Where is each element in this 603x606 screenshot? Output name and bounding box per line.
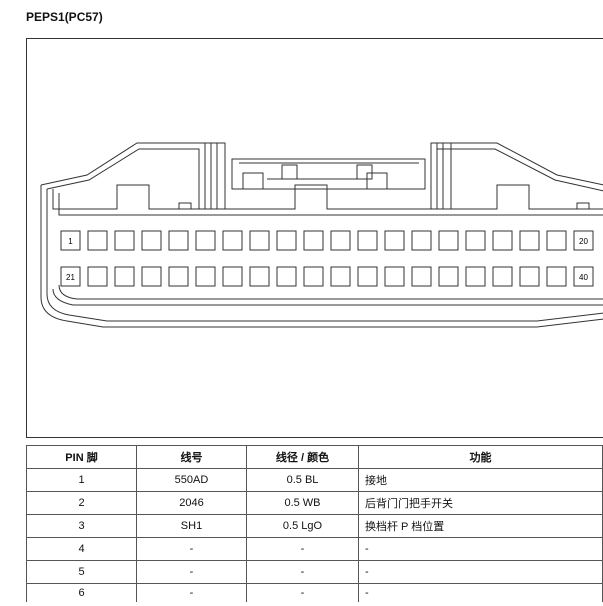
left-shoulder xyxy=(40,142,206,209)
table-row: 1 550AD 0.5 BL 接地 xyxy=(26,468,603,492)
table-header-row: PIN 脚 线号 线径 / 颜色 功能 xyxy=(26,445,603,469)
pin-cavity xyxy=(492,230,513,251)
pin-cavity xyxy=(330,230,351,251)
wire-cell: - xyxy=(136,537,247,561)
pin-number-label: 20 xyxy=(579,237,588,246)
pin-cavity xyxy=(384,230,405,251)
table-row: 5 - - - xyxy=(26,560,603,584)
pin-cavity xyxy=(573,230,594,251)
pin-cavity xyxy=(357,230,378,251)
pin-cavity xyxy=(519,230,540,251)
wire-cell: - xyxy=(136,560,247,584)
right-shoulder xyxy=(430,142,603,209)
table-row: 4 - - - xyxy=(26,537,603,561)
pin-cavity xyxy=(411,266,432,287)
pin-cell: 1 xyxy=(26,468,137,492)
pin-cavity xyxy=(195,266,216,287)
table-row: 6 - - - xyxy=(26,583,603,602)
header-function: 功能 xyxy=(358,445,603,469)
housing-inner-outline xyxy=(46,189,603,322)
pin-cavity xyxy=(87,266,108,287)
pin-cavity xyxy=(222,230,243,251)
pin-cavity xyxy=(573,266,594,287)
function-cell: - xyxy=(358,583,603,602)
pin-table: PIN 脚 线号 线径 / 颜色 功能 1 550AD 0.5 BL 接地 2 … xyxy=(26,445,603,602)
pin-cavity xyxy=(249,230,270,251)
pin-cavity xyxy=(546,230,567,251)
function-cell: 接地 xyxy=(358,468,603,492)
pin-row-2: 21 40 xyxy=(60,266,594,287)
gauge-cell: - xyxy=(246,560,359,584)
pin-number-label: 21 xyxy=(66,273,75,282)
pin-cavity xyxy=(465,266,486,287)
housing-outline xyxy=(40,185,603,328)
wire-cell: SH1 xyxy=(136,514,247,538)
pin-cavity xyxy=(438,266,459,287)
pin-cavity xyxy=(114,230,135,251)
header-gauge-color: 线径 / 颜色 xyxy=(246,445,359,469)
function-cell: - xyxy=(358,537,603,561)
wire-cell: 2046 xyxy=(136,491,247,515)
pin-cavity xyxy=(411,230,432,251)
pin-cell: 6 xyxy=(26,583,137,602)
pin-cavity xyxy=(141,230,162,251)
pin-row-1: 1 20 xyxy=(60,230,594,251)
pin-cavity xyxy=(303,266,324,287)
gauge-cell: 0.5 BL xyxy=(246,468,359,492)
pin-cavity xyxy=(438,230,459,251)
page-title: PEPS1(PC57) xyxy=(26,10,103,24)
gauge-cell: 0.5 WB xyxy=(246,491,359,515)
pin-cavity xyxy=(546,266,567,287)
wire-cell: 550AD xyxy=(136,468,247,492)
pin-cavity xyxy=(87,230,108,251)
function-cell: - xyxy=(358,560,603,584)
pin-cavity xyxy=(114,266,135,287)
pin-cell: 3 xyxy=(26,514,137,538)
pin-cavity xyxy=(330,266,351,287)
pin-cell: 5 xyxy=(26,560,137,584)
table-row: 2 2046 0.5 WB 后背门门把手开关 xyxy=(26,491,603,515)
pin-cavity xyxy=(249,266,270,287)
pin-cavity xyxy=(465,230,486,251)
header-wire-no: 线号 xyxy=(136,445,247,469)
pin-cavity xyxy=(141,266,162,287)
table-row: 3 SH1 0.5 LgO 换档杆 P 档位置 xyxy=(26,514,603,538)
function-cell: 后背门门把手开关 xyxy=(358,491,603,515)
connector-diagram: 1 20 21 40 xyxy=(26,38,603,438)
pin-cell: 4 xyxy=(26,537,137,561)
pin-cavity xyxy=(60,230,81,251)
pin-cavity xyxy=(168,230,189,251)
pin-number-label: 40 xyxy=(579,273,588,282)
gauge-cell: - xyxy=(246,537,359,561)
pin-cavity xyxy=(303,230,324,251)
pin-cell: 2 xyxy=(26,491,137,515)
pin-cavity xyxy=(519,266,540,287)
header-pin: PIN 脚 xyxy=(26,445,137,469)
pin-number-label: 1 xyxy=(68,237,73,246)
pin-cavity xyxy=(492,266,513,287)
center-lock xyxy=(231,158,426,190)
pin-cavity xyxy=(357,266,378,287)
connector-drawing: 1 20 21 40 xyxy=(40,142,603,328)
wire-cell: - xyxy=(136,583,247,602)
pin-cavity xyxy=(222,266,243,287)
function-cell: 换档杆 P 档位置 xyxy=(358,514,603,538)
pin-cavity xyxy=(276,266,297,287)
gauge-cell: 0.5 LgO xyxy=(246,514,359,538)
pin-cavity xyxy=(276,230,297,251)
pin-cavity xyxy=(384,266,405,287)
pin-cavity xyxy=(60,266,81,287)
pin-cavity xyxy=(195,230,216,251)
gauge-cell: - xyxy=(246,583,359,602)
pin-cavity xyxy=(168,266,189,287)
